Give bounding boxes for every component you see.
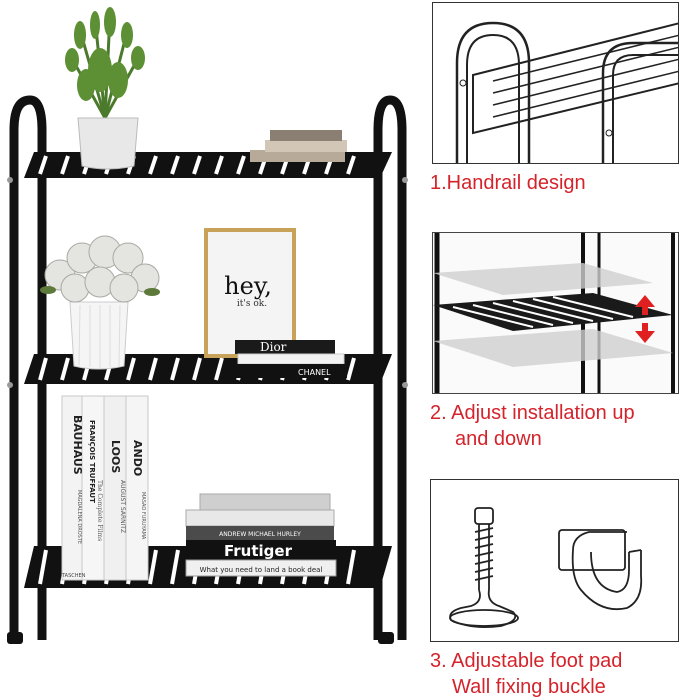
frame-text-hey: hey,: [224, 272, 272, 300]
detail-handrail-image: [432, 2, 679, 164]
adjustable-foot-pad-icon: [449, 507, 519, 629]
book-truffaut-subtitle: The Complete Films: [96, 480, 103, 541]
shoe-rack-product-image: hey, it's ok. Dior CHANEL BAUHAUS MAGDAL…: [7, 7, 408, 644]
book-deal-label: What you need to land a book deal: [200, 566, 323, 574]
picture-frame: hey, it's ok.: [204, 228, 296, 358]
book-chanel-label: CHANEL: [298, 368, 331, 377]
book-publisher-label: TASCHEN: [61, 573, 86, 579]
potted-plant: [65, 7, 145, 170]
book-dior-label: Dior: [260, 340, 287, 354]
arrow-up-icon: [635, 295, 655, 307]
book-hurley-label: ANDREW MICHAEL HURLEY: [219, 531, 301, 538]
foot-pad-right: [378, 632, 394, 644]
flower-vase: [40, 235, 160, 370]
arrow-down-icon: [635, 331, 655, 343]
caption-footpad-line1: 3. Adjustable foot pad: [430, 650, 623, 672]
caption-adjust-line1: 2. Adjust installation up: [430, 402, 635, 424]
wall-fixing-buckle-icon: [558, 529, 643, 611]
book-bauhaus-spine: BAUHAUS: [71, 415, 84, 475]
detail-footpad-image: [430, 479, 679, 642]
book-bauhaus-author: MAGDALENA DROSTE: [76, 490, 82, 544]
left-frame-tube: [9, 95, 47, 640]
frame-text-ok: it's ok.: [237, 299, 267, 309]
book-frutiger-label: Frutiger: [224, 542, 293, 560]
book-ando-spine: ANDO: [131, 440, 144, 476]
book-stack-bottom: ANDREW MICHAEL HURLEY Frutiger What you …: [185, 493, 337, 577]
right-frame-tube: [373, 95, 407, 640]
caption-adjust-line2: and down: [455, 428, 542, 450]
book-truffaut-spine: FRANÇOIS TRUFFAUT: [88, 420, 96, 503]
book-loos-author: AUGUST SARNITZ: [119, 480, 126, 533]
book-stack-top: [250, 130, 347, 162]
caption-footpad-line2: Wall fixing buckle: [452, 676, 606, 698]
book-stack-middle: Dior CHANEL: [235, 340, 347, 378]
caption-handrail: 1.Handrail design: [430, 172, 586, 194]
foot-pad-left: [7, 632, 23, 644]
book-loos-spine: LOOS: [109, 440, 122, 473]
detail-adjust-image: [432, 232, 679, 394]
book-row-upright: BAUHAUS MAGDALENA DROSTE FRANÇOIS TRUFFA…: [61, 395, 149, 581]
book-ando-author: MASAO FURUYAMA: [140, 492, 146, 540]
